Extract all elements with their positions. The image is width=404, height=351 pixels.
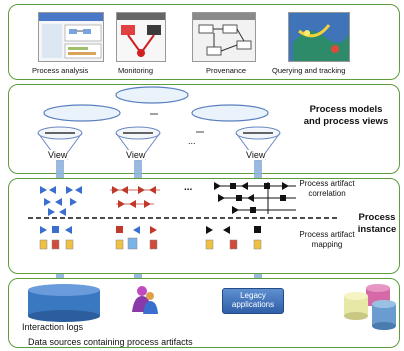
views-ellipsis: ...: [188, 136, 196, 146]
monitoring-screenshot: [117, 13, 165, 57]
mapping-label: Process artifact mapping: [299, 230, 355, 249]
monitoring-thumbnail: [116, 12, 166, 62]
mapping-artifacts: [39, 226, 262, 250]
provenance-label: Provenance: [206, 66, 247, 75]
legacy-applications-label: Legacy applications: [231, 291, 275, 309]
process-instance-panel: [8, 178, 400, 274]
users-icon: [132, 286, 158, 314]
instance-ellipsis: ...: [184, 182, 193, 193]
process-model-right: [191, 104, 269, 122]
process-analysis-thumbnail: [38, 12, 104, 62]
red-artifact-network: [110, 186, 160, 208]
blue-artifact-network: [40, 186, 82, 216]
querying-screenshot: [289, 13, 349, 61]
correlation-label: Process artifact correlation: [299, 179, 355, 198]
process-views-title: Process models and process views: [303, 104, 389, 127]
view-label-3: View: [246, 150, 266, 160]
querying-label: Querying and tracking: [272, 66, 346, 75]
provenance-screenshot: [193, 13, 255, 56]
view-label-2: View: [126, 150, 146, 160]
view-label-1: View: [48, 150, 68, 160]
black-artifact-network: [214, 182, 296, 214]
querying-thumbnail: [288, 12, 350, 62]
monitoring-label: Monitoring: [118, 66, 154, 75]
process-instance-title: Process instance: [357, 212, 397, 235]
legacy-applications-box: Legacy applications: [222, 288, 284, 314]
databases-icon: [344, 284, 396, 330]
provenance-thumbnail: [192, 12, 256, 62]
process-model-top: [115, 86, 189, 104]
data-sources-caption: Data sources containing process artifact…: [28, 337, 193, 347]
process-model-left: [43, 104, 121, 122]
interaction-logs-database-icon: [28, 284, 100, 322]
view-funnel-2: [115, 126, 161, 161]
interaction-logs-label: Interaction logs: [22, 322, 84, 332]
process-analysis-label: Process analysis: [32, 66, 89, 75]
process-analysis-screenshot: [39, 13, 103, 59]
